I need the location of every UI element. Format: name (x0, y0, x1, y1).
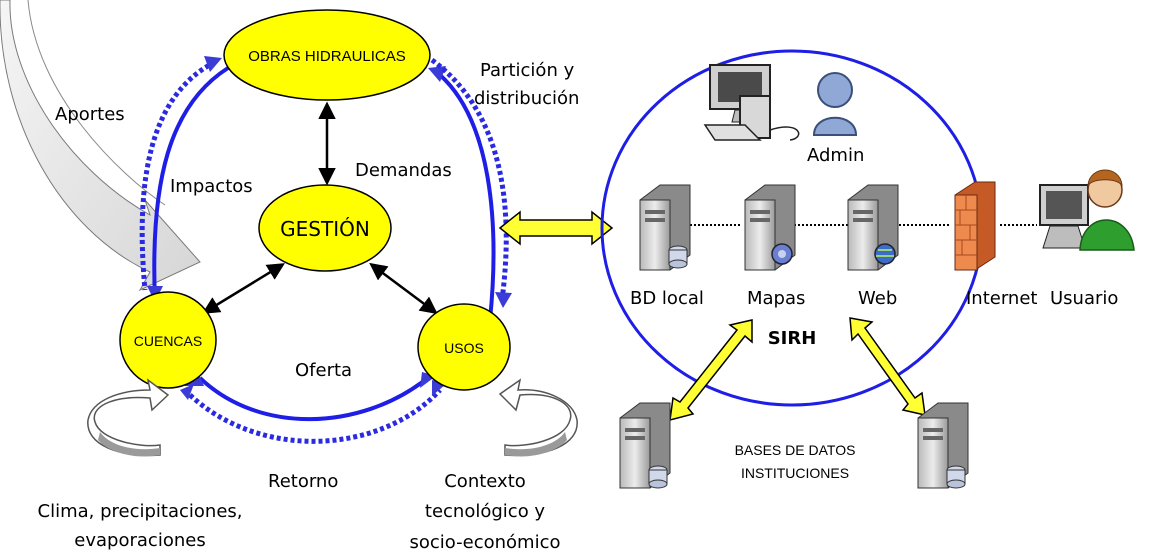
node-gestion-label: GESTIÓN (280, 217, 370, 241)
label-contexto-2: tecnológico y (425, 501, 546, 522)
label-web: Web (858, 288, 897, 309)
cycle-solid (152, 66, 496, 422)
aportes-arrow-inner (27, 0, 166, 206)
firewall-icon (954, 181, 996, 271)
node-obras-label: OBRAS HIDRAULICAS (248, 48, 406, 65)
institution-db-left-icon (619, 402, 671, 489)
node-cuencas: CUENCAS (119, 291, 217, 389)
label-mapas: Mapas (747, 288, 805, 309)
admin-user-icon (812, 72, 858, 136)
connector-arrows (202, 101, 438, 315)
label-usuario: Usuario (1050, 288, 1118, 309)
label-retorno: Retorno (268, 471, 338, 492)
node-obras-hidraulicas: OBRAS HIDRAULICAS (223, 9, 431, 101)
label-demandas: Demandas (355, 160, 452, 181)
label-contexto-3: socio-económico (410, 532, 561, 553)
label-bases-1: BASES DE DATOS (735, 442, 856, 458)
link-arrow-right (849, 317, 926, 416)
server-web-icon (847, 184, 899, 271)
contexto-rotation-icon (498, 378, 578, 457)
node-gestion: GESTIÓN (258, 184, 392, 272)
label-clima-2: evaporaciones (74, 530, 205, 551)
server-bd-local-icon (639, 184, 691, 271)
link-arrow-main (498, 210, 614, 246)
label-bases-2: INSTITUCIONES (741, 465, 849, 481)
label-clima-1: Clima, precipitaciones, (38, 501, 243, 522)
node-usos-label: USOS (444, 340, 484, 356)
node-cuencas-label: CUENCAS (134, 333, 202, 349)
node-usos: USOS (417, 303, 511, 391)
sirh-title: SIRH (768, 328, 817, 349)
server-mapas-icon (744, 184, 796, 271)
label-impactos: Impactos (170, 176, 253, 197)
aportes-arrow (0, 0, 201, 292)
institution-db-right-icon (917, 402, 969, 489)
label-contexto-1: Contexto (444, 471, 526, 492)
link-arrow-left (669, 319, 753, 422)
label-admin: Admin (807, 145, 864, 166)
cycle-dashed (139, 57, 509, 444)
admin-computer-icon (703, 64, 800, 141)
label-oferta: Oferta (295, 360, 352, 381)
label-bd-local: BD local (630, 288, 704, 309)
usuario-icon (1039, 169, 1135, 251)
clima-rotation-icon (87, 378, 170, 457)
label-particion-2: distribución (474, 88, 579, 109)
label-particion-1: Partición y (480, 60, 575, 81)
label-internet: Internet (966, 288, 1037, 309)
label-aportes: Aportes (55, 104, 125, 125)
